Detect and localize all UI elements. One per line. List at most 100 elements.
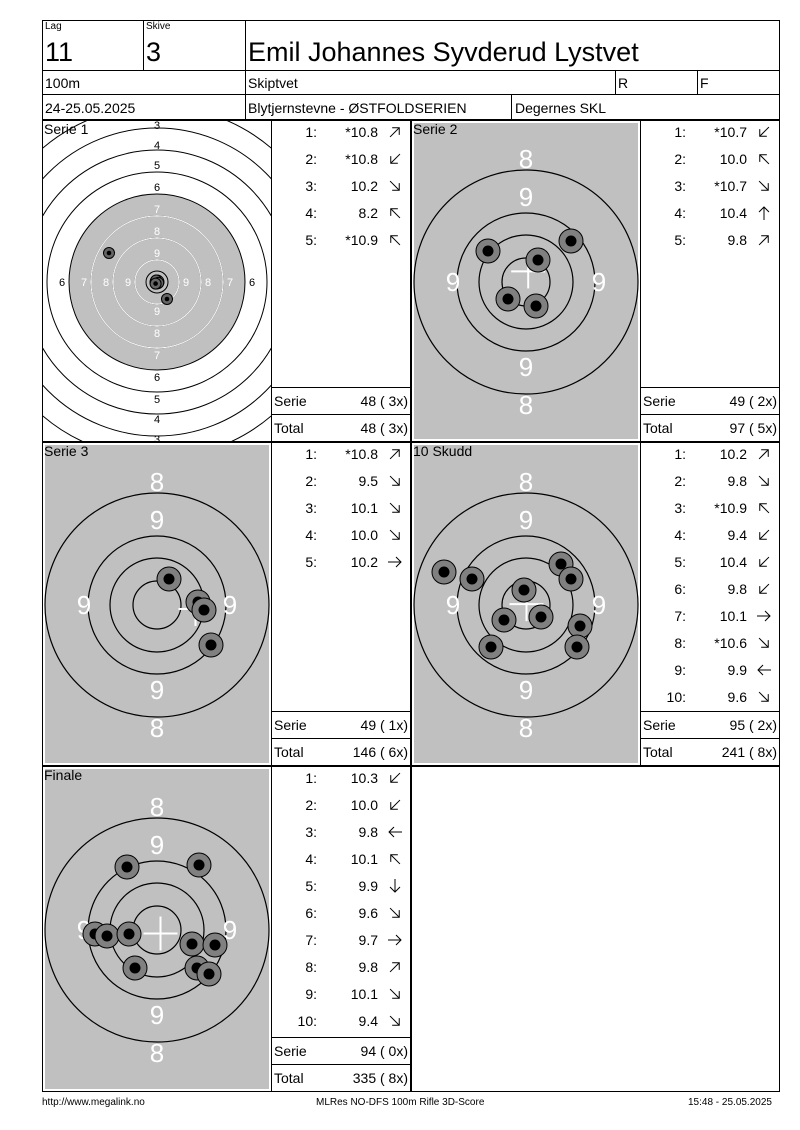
location: Degernes SKL bbox=[515, 100, 607, 116]
header-vdiv-location bbox=[511, 94, 512, 120]
shot-row: 7:10.1 bbox=[641, 608, 779, 635]
ring-number: 4 bbox=[154, 414, 160, 426]
target-ten-ring bbox=[145, 270, 169, 294]
series-title: 10 Skudd bbox=[413, 443, 473, 459]
target-ring bbox=[68, 193, 246, 371]
direction-arrow-icon bbox=[758, 691, 769, 702]
shot-direction bbox=[385, 122, 405, 142]
shot-score: 9.8 bbox=[727, 232, 747, 248]
ring-number: 9 bbox=[592, 590, 606, 620]
series-title: Serie 3 bbox=[44, 443, 89, 459]
shot-hole-center bbox=[571, 641, 583, 653]
skive-value: 3 bbox=[146, 37, 162, 67]
shot-row: 1:10.2 bbox=[641, 446, 779, 473]
ring-number: 9 bbox=[150, 1000, 164, 1030]
shot-direction bbox=[385, 849, 405, 869]
direction-arrow-icon bbox=[388, 556, 402, 568]
shot-hole-center bbox=[106, 250, 112, 256]
ring-number: 8 bbox=[150, 792, 164, 822]
shot-score: 10.0 bbox=[719, 151, 747, 167]
shot-score: 10.0 bbox=[350, 797, 378, 813]
shot-direction bbox=[385, 795, 405, 815]
header-divider-2 bbox=[42, 94, 780, 95]
shot-number: 7: bbox=[305, 932, 317, 948]
shot-hole-center bbox=[502, 293, 514, 305]
direction-arrow-icon bbox=[758, 475, 769, 486]
shot-direction bbox=[754, 606, 774, 626]
shot-direction bbox=[385, 525, 405, 545]
shot-row: 3: *10.9 bbox=[641, 500, 779, 527]
header-vdiv-lag bbox=[143, 20, 144, 70]
direction-arrow-icon bbox=[758, 637, 769, 648]
shot-direction bbox=[754, 552, 774, 572]
shot-number: 2: bbox=[674, 473, 686, 489]
direction-arrow-icon bbox=[757, 664, 771, 676]
shot-score: 9.7 bbox=[358, 932, 378, 948]
shot-number: 3: bbox=[674, 500, 686, 516]
shot-direction bbox=[385, 876, 405, 896]
direction-arrow-icon bbox=[389, 529, 400, 540]
shot-row: 1:*10.8 bbox=[272, 124, 410, 151]
ring-number: 7 bbox=[81, 277, 87, 289]
shot-score: 10.0 bbox=[350, 527, 378, 543]
shot-number: 2: bbox=[305, 151, 317, 167]
direction-arrow-icon bbox=[389, 449, 400, 460]
ring-number: 6 bbox=[59, 277, 65, 289]
footer-url: http://www.megalink.no bbox=[42, 1097, 145, 1108]
shot-hole-center bbox=[163, 573, 175, 585]
shot-row: 5:9.9 bbox=[272, 878, 410, 905]
ring-number: 9 bbox=[150, 675, 164, 705]
series-title: Finale bbox=[44, 767, 83, 783]
target-ring bbox=[456, 212, 596, 352]
serie-sum-label: Serie bbox=[643, 393, 676, 409]
shot-hole-center bbox=[101, 930, 113, 942]
shot-direction bbox=[754, 176, 774, 196]
shot-number: 4: bbox=[305, 527, 317, 543]
shot-number: 4: bbox=[674, 205, 686, 221]
shot-direction bbox=[385, 984, 405, 1004]
shot-row: 3:10.1 bbox=[272, 500, 410, 527]
series-title: Serie 2 bbox=[413, 121, 458, 137]
shot-direction bbox=[754, 203, 774, 223]
shot-number: 5: bbox=[674, 554, 686, 570]
shot-row: 10:9.6 bbox=[641, 689, 779, 716]
ring-number: 9 bbox=[519, 182, 533, 212]
direction-arrow-icon bbox=[757, 610, 771, 622]
shot-number: 5: bbox=[305, 232, 317, 248]
direction-arrow-icon bbox=[388, 934, 402, 946]
shot-direction bbox=[754, 579, 774, 599]
total-sum-value: 241 ( 8x) bbox=[721, 744, 777, 760]
ring-number: 9 bbox=[223, 590, 237, 620]
ring-number: 8 bbox=[519, 144, 533, 174]
ring-number: 8 bbox=[150, 467, 164, 497]
shot-hole-center bbox=[498, 614, 510, 626]
shot-score: *10.9 bbox=[714, 500, 747, 516]
target-ring bbox=[43, 149, 271, 415]
header-vdiv-f bbox=[697, 70, 698, 94]
shot-number: 1: bbox=[305, 770, 317, 786]
shot-hole-center bbox=[121, 861, 133, 873]
shot-number: 9: bbox=[305, 986, 317, 1002]
shot-direction bbox=[385, 149, 405, 169]
shot-direction bbox=[754, 471, 774, 491]
target-ten-ring bbox=[478, 234, 574, 330]
shot-row: 3:9.8 bbox=[272, 824, 410, 851]
shot-number: 3: bbox=[305, 178, 317, 194]
shot-hole-center bbox=[203, 968, 215, 980]
shot-score: *10.7 bbox=[714, 178, 747, 194]
total-sum-label: Total bbox=[274, 420, 304, 436]
direction-arrow-icon bbox=[759, 556, 770, 567]
shot-number: 1: bbox=[305, 124, 317, 140]
shot-number: 2: bbox=[674, 151, 686, 167]
shot-score: *10.6 bbox=[714, 635, 747, 651]
target-ring bbox=[456, 535, 596, 675]
shot-direction bbox=[385, 471, 405, 491]
ring-number: 9 bbox=[125, 277, 131, 289]
